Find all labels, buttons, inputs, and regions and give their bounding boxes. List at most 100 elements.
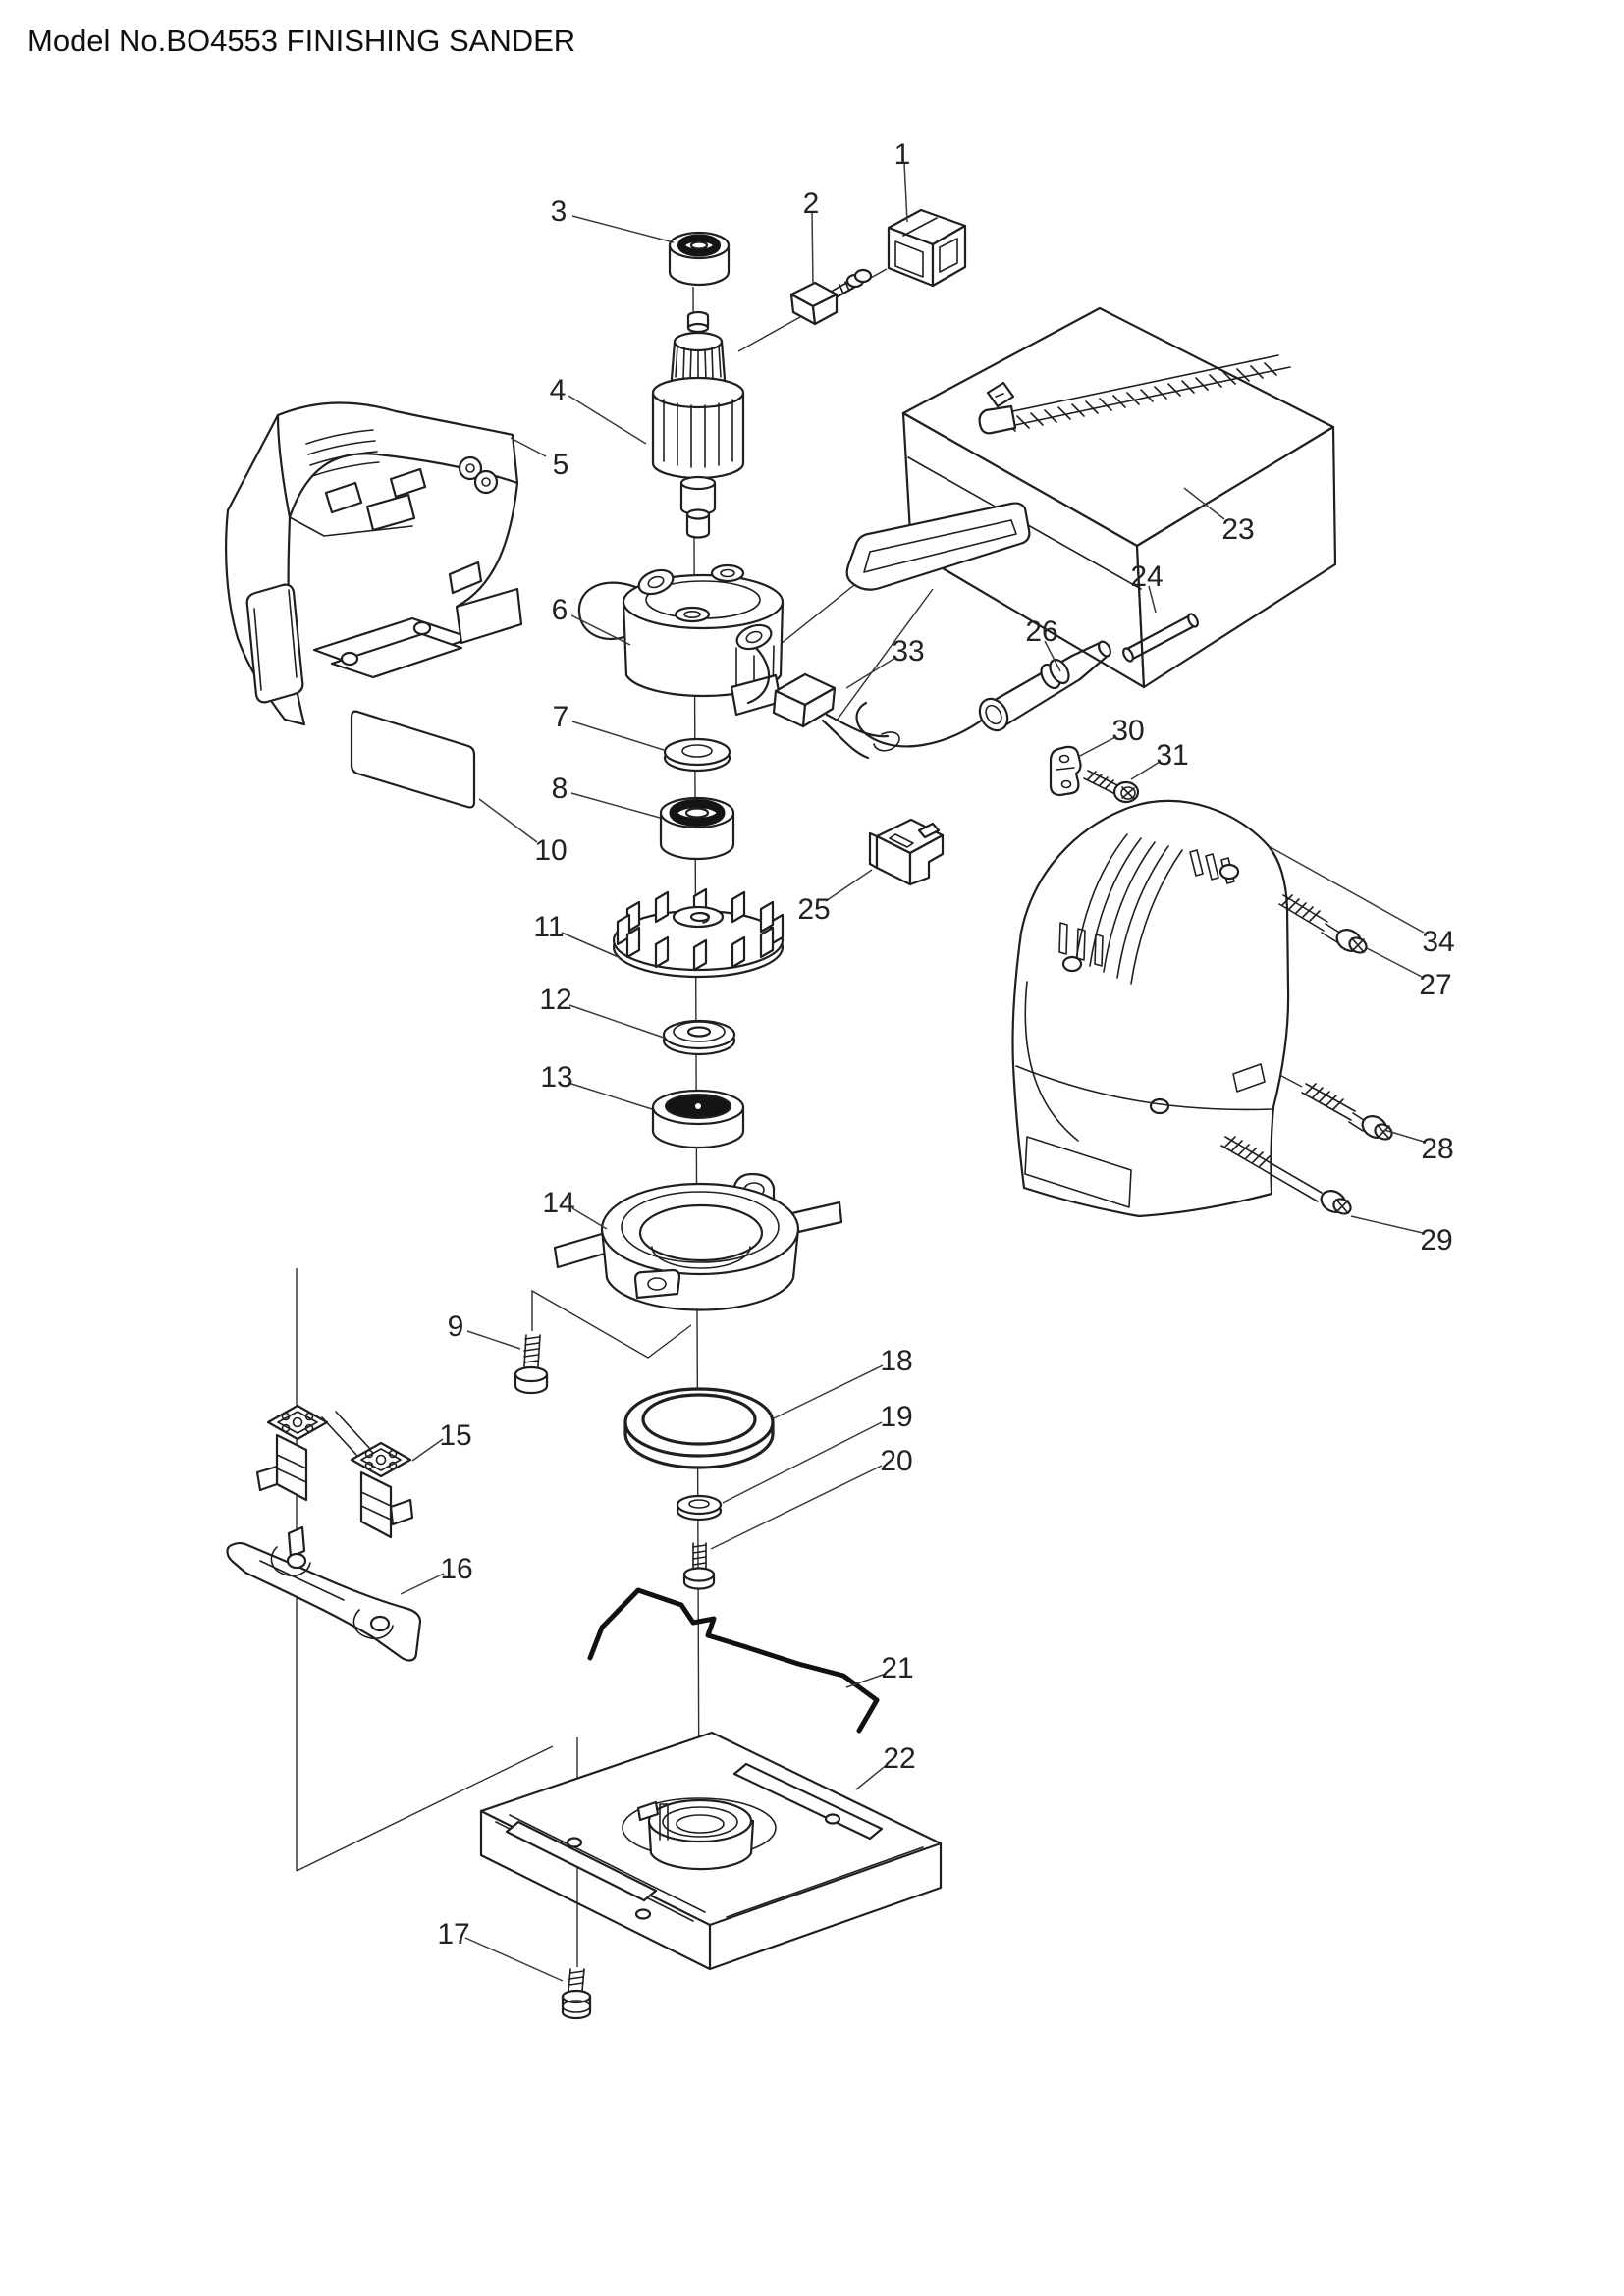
leader-line-28	[1383, 1129, 1425, 1143]
part-number-33: 33	[892, 635, 924, 667]
zipper	[978, 354, 1291, 435]
part-27-screw	[1278, 894, 1368, 954]
part-number-5: 5	[553, 449, 569, 481]
part-number-19: 19	[880, 1401, 912, 1433]
part-31-screw	[1083, 770, 1140, 804]
part-11-fan	[612, 887, 785, 979]
part-number-1: 1	[894, 138, 911, 171]
part-number-22: 22	[883, 1742, 915, 1775]
part-2-terminal	[789, 268, 873, 326]
part-number-14: 14	[542, 1187, 574, 1219]
part-number-17: 17	[437, 1918, 469, 1950]
part-10-name-plate	[350, 710, 476, 809]
part-18-ring	[623, 1387, 775, 1469]
leader-line-3	[571, 215, 675, 243]
part-7-washer	[663, 737, 731, 773]
leader-line-12	[568, 1004, 665, 1039]
bag-nozzle	[845, 502, 1031, 591]
part-13-ring	[651, 1089, 745, 1149]
part-19-washer	[676, 1494, 723, 1522]
part-number-21: 21	[881, 1652, 913, 1684]
part-number-28: 28	[1421, 1133, 1453, 1165]
leader-line-19	[722, 1421, 883, 1504]
leader-line-17	[464, 1937, 564, 1982]
part-number-10: 10	[534, 834, 567, 867]
part-14-bearing-box	[553, 1172, 843, 1311]
part-25-bracket	[868, 818, 945, 886]
callouts-layer: 1234567891011121314151617181920212223242…	[400, 138, 1455, 1982]
leader-line-33	[845, 657, 896, 689]
part-24-tube	[1122, 613, 1199, 663]
part-16-plate	[226, 1525, 422, 1662]
part-number-20: 20	[880, 1445, 912, 1477]
part-22-base	[479, 1731, 943, 1971]
part-number-30: 30	[1111, 715, 1144, 747]
part-number-9: 9	[448, 1310, 464, 1343]
part-30-clamp	[1049, 745, 1082, 797]
leader-line-9	[466, 1330, 521, 1350]
part-28-screw	[1301, 1083, 1393, 1141]
leader-line-25	[825, 869, 873, 902]
part-15-foot	[255, 1404, 414, 1539]
leader-line-15	[411, 1438, 444, 1462]
leader-line-18	[773, 1364, 884, 1419]
part-number-34: 34	[1422, 926, 1454, 958]
leader-line-29	[1350, 1215, 1424, 1234]
page-title: Model No.BO4553 FINISHING SANDER	[27, 24, 575, 58]
leader-line-30	[1077, 736, 1116, 758]
leader-line-2	[811, 211, 814, 286]
part-number-12: 12	[539, 984, 571, 1016]
part-3-bearing	[668, 231, 731, 287]
leader-line-21	[845, 1673, 887, 1688]
part-number-11: 11	[533, 911, 564, 943]
part-1-brush-holder	[887, 208, 967, 288]
leader-line-13	[568, 1082, 653, 1110]
leader-line-6	[570, 614, 631, 646]
part-number-7: 7	[553, 701, 569, 733]
part-motor-housing	[1011, 799, 1290, 1218]
leader-line-16	[400, 1573, 445, 1595]
part-number-16: 16	[440, 1553, 472, 1585]
leader-line-34	[1268, 845, 1425, 934]
part-12-washer	[662, 1019, 736, 1056]
part-6-field	[577, 563, 785, 717]
leader-line-5	[510, 437, 547, 457]
leader-line-11	[561, 932, 622, 959]
part-number-8: 8	[552, 773, 568, 805]
part-26-cord-guard	[855, 640, 1111, 748]
leader-line-24	[1148, 585, 1157, 614]
part-21-wire	[587, 1587, 880, 1734]
part-number-24: 24	[1130, 561, 1163, 593]
part-number-15: 15	[439, 1419, 471, 1452]
part-number-18: 18	[880, 1345, 912, 1377]
fan-blades	[616, 887, 785, 972]
part-number-25: 25	[797, 893, 830, 926]
part-20-screw	[682, 1542, 716, 1590]
part-8-bearing	[659, 796, 735, 861]
part-29-screw	[1220, 1136, 1352, 1215]
part-4-armature	[651, 310, 745, 539]
part-number-31: 31	[1156, 739, 1188, 772]
part-number-13: 13	[540, 1061, 572, 1094]
part-number-23: 23	[1221, 513, 1254, 546]
part-number-27: 27	[1419, 969, 1451, 1001]
part-number-6: 6	[552, 594, 568, 626]
leader-line-23	[1183, 487, 1225, 520]
leader-line-20	[710, 1465, 883, 1550]
leader-line-14	[571, 1207, 608, 1230]
part-23-dust-bag	[845, 306, 1337, 689]
part-number-29: 29	[1420, 1224, 1452, 1256]
part-number-26: 26	[1025, 615, 1057, 648]
leader-line-1	[903, 162, 908, 223]
leader-line-4	[568, 395, 647, 445]
leader-line-31	[1130, 761, 1161, 780]
leader-line-7	[571, 721, 665, 751]
part-17-screw	[561, 1968, 592, 2020]
part-33-connector	[772, 672, 900, 760]
part-number-3: 3	[551, 195, 568, 228]
leader-line-22	[855, 1763, 889, 1790]
leader-line-26	[1044, 640, 1061, 672]
leader-line-27	[1366, 947, 1423, 978]
